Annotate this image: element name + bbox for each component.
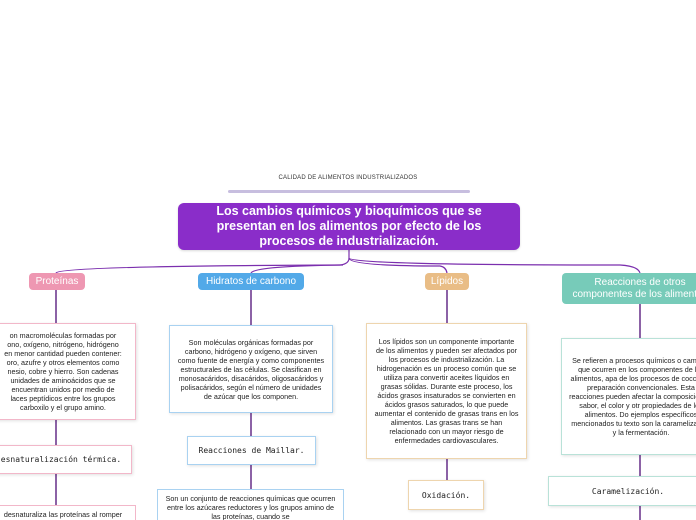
maillard-description-text: Son un conjunto de reacciones químicas q…	[165, 494, 336, 520]
connector-reacciones	[348, 257, 641, 274]
hidratos-description-text: Son moléculas orgánicas formadas por car…	[177, 337, 325, 401]
map-title: CALIDAD DE ALIMENTOS INDUSTRIALIZADOS	[278, 175, 418, 181]
topic-hidratos[interactable]: Hidratos de carbono	[198, 273, 304, 290]
desnaturalizacion-description-text: desnaturaliza las proteínas al romper pl…	[3, 510, 123, 520]
proteinas-description[interactable]: on macromoléculas formadas por ono, oxíg…	[0, 323, 136, 420]
hidratos-description[interactable]: Son moléculas orgánicas formadas por car…	[169, 325, 333, 413]
lipidos-description-text: Los lípidos son un componente importante…	[374, 337, 519, 445]
desnaturalizacion-description[interactable]: desnaturaliza las proteínas al romper pl…	[0, 505, 136, 520]
topic-lipidos-label: Lípidos	[430, 276, 464, 287]
lipidos-description[interactable]: Los lípidos son un componente importante…	[366, 323, 527, 459]
connector-lipidos	[348, 257, 448, 274]
subtopic-oxidacion-label: Oxidación.	[421, 490, 471, 500]
subtopic-caramelizacion[interactable]: Caramelización.	[548, 476, 696, 506]
reacciones-description-text: Se refieren a procesos químicos o cambio…	[569, 356, 696, 437]
main-topic-text: Los cambios químicos y bioquímicos que s…	[216, 204, 482, 248]
reacciones-description[interactable]: Se refieren a procesos químicos o cambio…	[561, 338, 696, 455]
connector-hidratos	[250, 264, 344, 274]
topic-proteinas[interactable]: Proteínas	[29, 273, 85, 290]
proteinas-description-text: on macromoléculas formadas por ono, oxíg…	[4, 331, 122, 412]
maillard-description[interactable]: Son un conjunto de reacciones químicas q…	[157, 489, 344, 520]
connector-main-stem	[339, 250, 350, 266]
topic-reacciones-label: Reacciones de otros componentes de los a…	[572, 276, 696, 300]
subtopic-caramelizacion-label: Caramelización.	[591, 486, 665, 496]
topic-reacciones[interactable]: Reacciones de otros componentes de los a…	[562, 273, 696, 304]
topic-hidratos-label: Hidratos de carbono	[205, 276, 297, 287]
subtopic-maillard-label: Reacciones de Maillar.	[198, 446, 305, 455]
subtopic-oxidacion[interactable]: Oxidación.	[408, 480, 484, 510]
main-topic[interactable]: Los cambios químicos y bioquímicos que s…	[178, 203, 520, 250]
subtopic-desnaturalizacion[interactable]: esnaturalización térmica.	[0, 445, 132, 474]
subtopic-maillard[interactable]: Reacciones de Maillar.	[187, 436, 316, 465]
topic-lipidos[interactable]: Lípidos	[425, 273, 469, 290]
topic-proteinas-label: Proteínas	[35, 276, 79, 287]
subtopic-desnaturalizacion-label: esnaturalización térmica.	[0, 455, 122, 464]
map-title-underline	[228, 190, 470, 193]
connector-proteinas	[55, 264, 341, 274]
